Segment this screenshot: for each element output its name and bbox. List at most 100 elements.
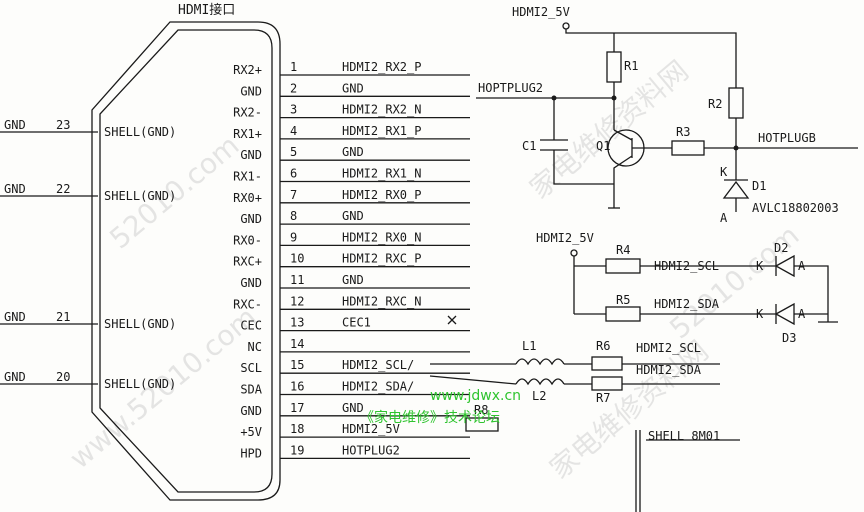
pin-label: RXC+ xyxy=(233,255,262,269)
pin-number: 3 xyxy=(290,103,297,117)
resistor-r8 xyxy=(465,417,499,432)
pin-net-label: HDMI2_RX1_P xyxy=(342,124,421,138)
shell-pin-number: 21 xyxy=(56,310,70,324)
watermark-text: 家电维修资料网 xyxy=(523,54,694,205)
label-shell-bottom: SHELL 8M01 xyxy=(648,429,720,443)
label-diode-pin: K xyxy=(756,307,764,321)
connector-title: HDMI接口 xyxy=(178,2,235,18)
label-diode-pin: A xyxy=(798,307,806,321)
label-l1: L1 xyxy=(522,339,536,353)
pin-number: 14 xyxy=(290,337,304,351)
label-r2: R2 xyxy=(708,97,722,111)
inductor-l2 xyxy=(515,378,565,386)
shell-gnd-label: GND xyxy=(4,182,26,196)
pin-number: 2 xyxy=(290,81,297,95)
pin-label: RX2- xyxy=(233,106,262,120)
shell-label: SHELL(GND) xyxy=(104,125,176,139)
shell-label: SHELL(GND) xyxy=(104,189,176,203)
resistor-r6 xyxy=(591,356,623,371)
label-scl2: HDMI2_SCL xyxy=(636,341,701,355)
pin-number: 9 xyxy=(290,230,297,244)
pin-label: RX0- xyxy=(233,233,262,247)
pin-label: SCL xyxy=(240,361,262,375)
pin-label: RX1- xyxy=(233,170,262,184)
label-hotplugb: HOTPLUGB xyxy=(758,131,816,145)
pin-number: 10 xyxy=(290,252,304,266)
pin-net-label: HDMI2_RXC_N xyxy=(342,294,421,308)
label-r1: R1 xyxy=(624,59,638,73)
diode-d3 xyxy=(774,302,795,326)
label-d3: D3 xyxy=(782,331,796,345)
pin-label: +5V xyxy=(240,425,262,439)
pin-label: CEC xyxy=(240,319,262,333)
pin-net-label: HDMI2_RX2_N xyxy=(342,103,421,117)
label-r7: R7 xyxy=(596,391,610,405)
pin-net-label: HDMI2_RX0_N xyxy=(342,230,421,244)
pin-net-label: HDMI2_RXC_P xyxy=(342,252,421,266)
connector-inner-outline xyxy=(99,29,273,493)
pin-number: 6 xyxy=(290,167,297,181)
pin-net-label: CEC1 xyxy=(342,316,371,330)
label-k: K xyxy=(720,165,728,179)
label-a: A xyxy=(720,211,728,225)
pin-net-label: GND xyxy=(342,209,364,223)
pin-label: RX1+ xyxy=(233,127,262,141)
pin-number: 11 xyxy=(290,273,304,287)
pin-label: GND xyxy=(240,84,262,98)
resistor-r7 xyxy=(591,376,623,391)
site-forum: 《家电维修》技术论坛 xyxy=(360,409,500,426)
pin-label: GND xyxy=(240,212,262,226)
circuit-wires xyxy=(429,22,858,512)
pin-net-label: GND xyxy=(342,401,364,415)
pin-label: RXC- xyxy=(233,297,262,311)
pin-number: 13 xyxy=(290,316,304,330)
shell-pin-number: 23 xyxy=(56,118,70,132)
label-sda2: HDMI2_SDA xyxy=(636,363,702,377)
label-hdmi2-5v-top: HDMI2_5V xyxy=(512,5,570,19)
pin-label: GND xyxy=(240,404,262,418)
shell-gnd-label: GND xyxy=(4,118,26,132)
resistor-r5 xyxy=(605,306,641,322)
shell-gnd-label: GND xyxy=(4,370,26,384)
pin-net-label: HDMI2_5V xyxy=(342,422,400,436)
pin-net-label: HDMI2_SCL/ xyxy=(342,358,414,372)
watermark-text: 家电维修资料网 xyxy=(543,334,714,485)
terminal-hdmi2-5v-mid xyxy=(570,249,578,257)
label-hdmi2-5v-mid: HDMI2_5V xyxy=(536,231,594,245)
pin-net-label: HDMI2_SDA/ xyxy=(342,380,414,394)
label-d1-part: AVLC18802003 xyxy=(752,201,839,215)
label-sda: HDMI2_SDA xyxy=(654,297,720,311)
label-diode-pin: A xyxy=(798,259,806,273)
diode-d1 xyxy=(722,179,750,199)
pin-number: 17 xyxy=(290,401,304,415)
pin-number: 12 xyxy=(290,294,304,308)
pin-net-label: GND xyxy=(342,273,364,287)
pin-label: NC xyxy=(248,340,262,354)
resistor-r2 xyxy=(728,87,744,119)
label-diode-pin: K xyxy=(756,259,764,273)
pin-net-label: HDMI2_RX2_P xyxy=(342,60,421,74)
label-r6: R6 xyxy=(596,339,610,353)
pin-net-label: GND xyxy=(342,81,364,95)
pin-number: 5 xyxy=(290,145,297,159)
shell-gnd-label: GND xyxy=(4,310,26,324)
pin-number: 16 xyxy=(290,380,304,394)
pin-net-label: HOTPLUG2 xyxy=(342,443,400,457)
label-scl: HDMI2_SCL xyxy=(654,259,719,273)
pin-number: 18 xyxy=(290,422,304,436)
label-r4: R4 xyxy=(616,243,630,257)
pin-number: 19 xyxy=(290,443,304,457)
pin-net-label: HDMI2_RX1_N xyxy=(342,167,421,181)
pin-net-label: HDMI2_RX0_P xyxy=(342,188,421,202)
pin-label: GND xyxy=(240,148,262,162)
label-r3: R3 xyxy=(676,125,690,139)
inductor-l1 xyxy=(515,358,565,366)
pin-label: HPD xyxy=(240,446,262,460)
shell-label: SHELL(GND) xyxy=(104,317,176,331)
label-r5: R5 xyxy=(616,293,630,307)
label-d2: D2 xyxy=(774,241,788,255)
label-hoptplug2: HOPTPLUG2 xyxy=(478,81,543,95)
